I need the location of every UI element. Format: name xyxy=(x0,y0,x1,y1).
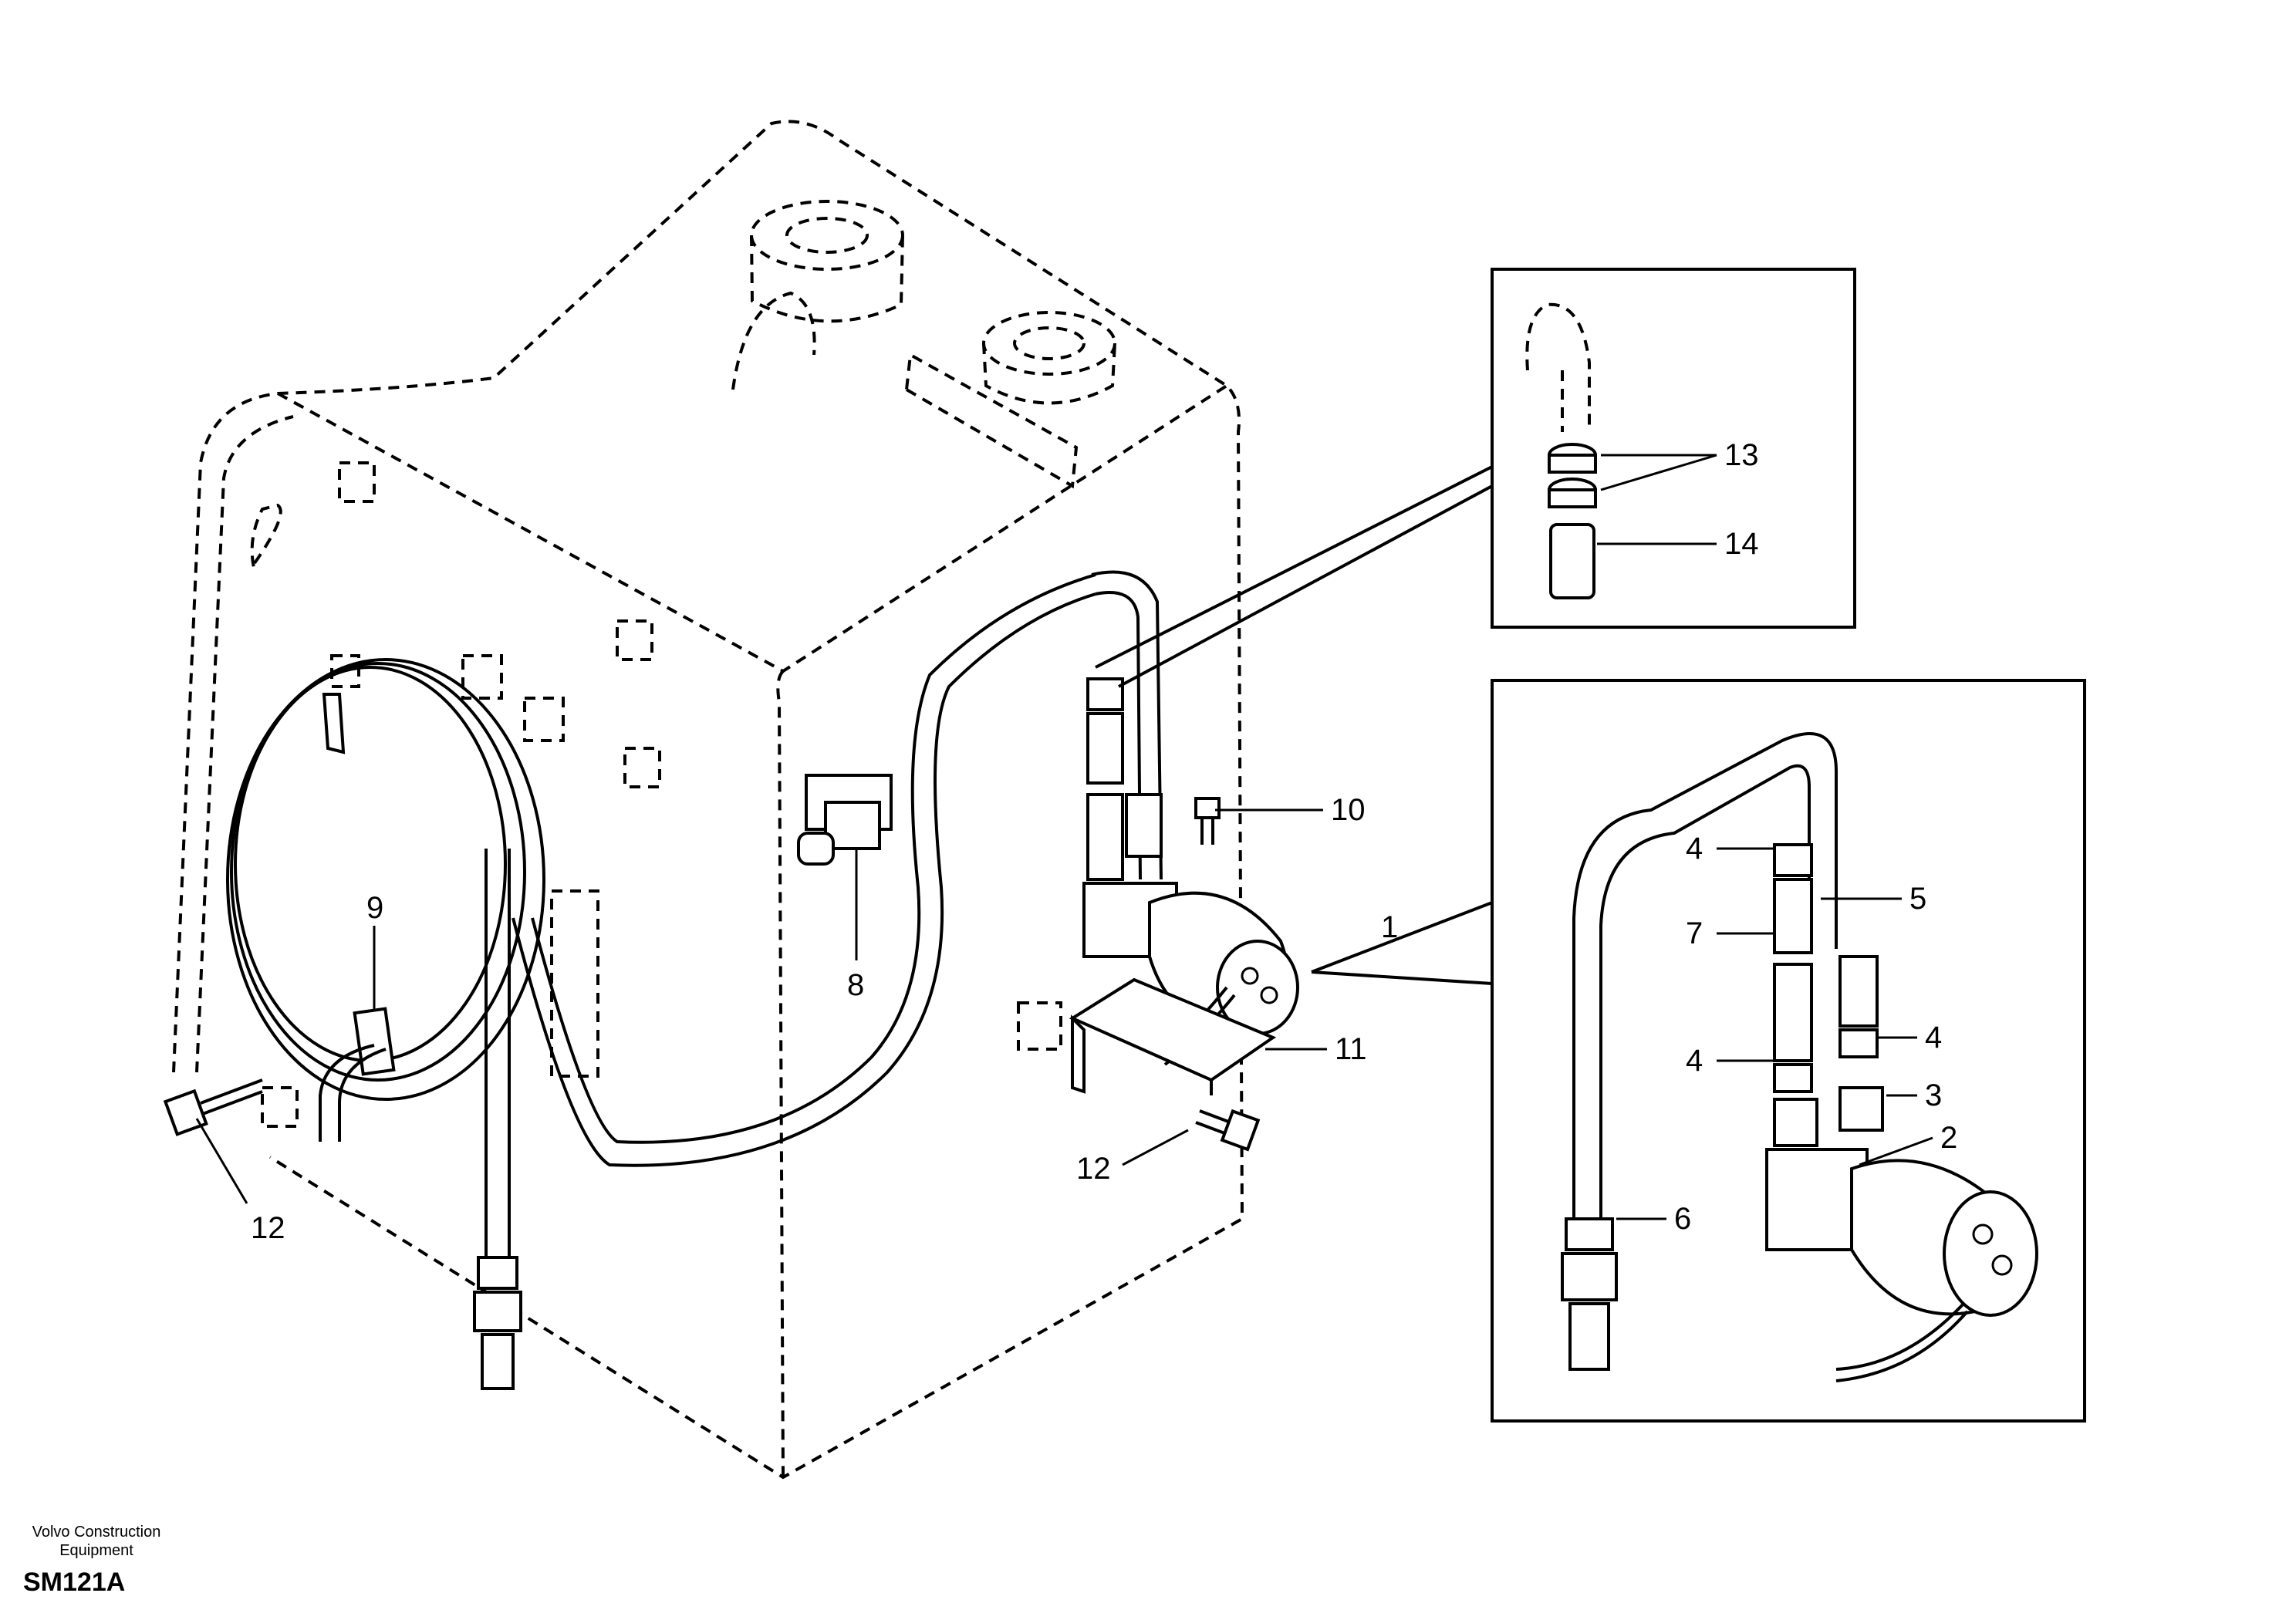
callout-1: 1 xyxy=(1381,910,1398,944)
footer: Volvo Construction Equipment SM121A xyxy=(23,1524,160,1597)
bolt-10 xyxy=(1194,797,1221,845)
callout-13: 13 xyxy=(1724,438,1759,472)
callout-11: 11 xyxy=(1335,1032,1367,1066)
clip-9 xyxy=(319,1007,396,1142)
callout-14: 14 xyxy=(1724,527,1759,561)
callout-4-top: 4 xyxy=(1686,832,1703,866)
callout-6: 6 xyxy=(1674,1202,1691,1236)
drop-hose-left xyxy=(473,849,522,1390)
bolt-12-left xyxy=(163,1078,263,1136)
callout-12-left: 12 xyxy=(251,1211,285,1245)
leader-lines xyxy=(195,454,1933,1220)
callout-12-right: 12 xyxy=(1076,1152,1111,1186)
callout-2: 2 xyxy=(1940,1121,1957,1155)
callout-10: 10 xyxy=(1331,793,1366,827)
detail-box-clamps xyxy=(1095,268,1856,688)
company-name-line2: Equipment xyxy=(59,1542,133,1559)
callout-labels: 13 14 10 8 9 11 12 12 1 4 7 5 4 4 3 2 6 xyxy=(251,438,1957,1245)
switch-8 xyxy=(797,774,893,866)
tank-outline xyxy=(172,120,1244,1480)
callout-3: 3 xyxy=(1925,1078,1942,1112)
detail-box-pump xyxy=(1311,679,2086,1423)
callout-4-left: 4 xyxy=(1686,1044,1703,1078)
company-name-line1: Volvo Construction xyxy=(32,1524,161,1541)
callout-4-right: 4 xyxy=(1925,1021,1942,1055)
callout-9: 9 xyxy=(366,891,383,925)
coiled-hose xyxy=(226,573,1096,1167)
bolt-12-right xyxy=(1195,1109,1261,1152)
pump-assembly-main xyxy=(1082,570,1299,1066)
callout-5: 5 xyxy=(1909,882,1926,916)
callout-7: 7 xyxy=(1686,916,1703,950)
callout-8: 8 xyxy=(847,968,864,1002)
drawing-code: SM121A xyxy=(23,1568,125,1597)
bracket-11 xyxy=(1069,977,1277,1095)
